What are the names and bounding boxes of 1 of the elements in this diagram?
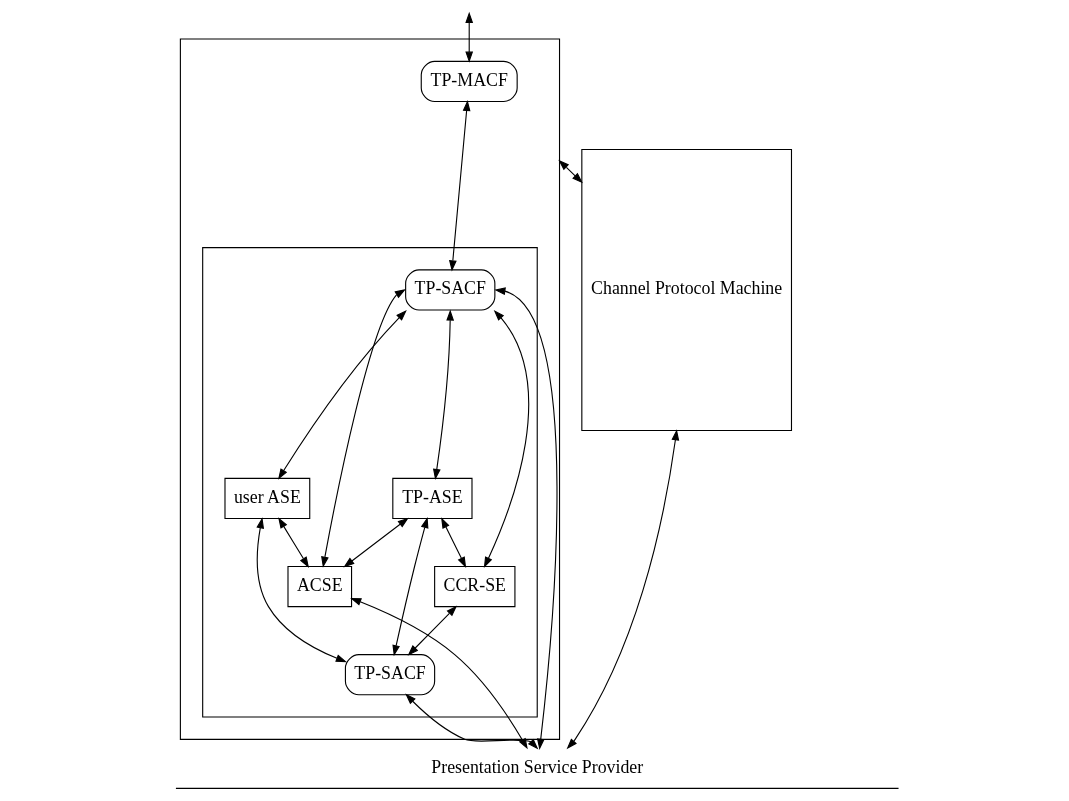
node-text: Presentation Service Provider	[430, 756, 643, 777]
